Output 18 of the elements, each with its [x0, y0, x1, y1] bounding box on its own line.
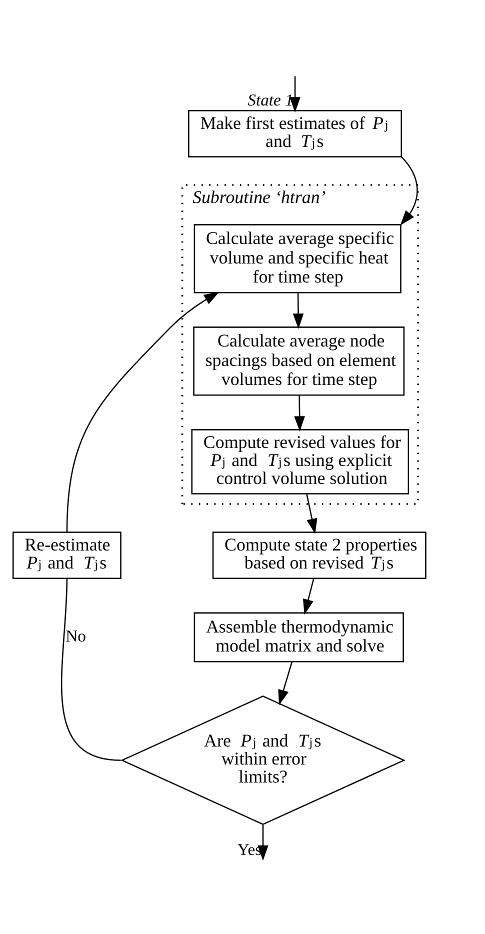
- node-box: Assemble thermodynamic model matrix and solve: [194, 612, 404, 662]
- node-box: Re-estimate Pj and Tjs: [12, 531, 122, 578]
- arrow: [258, 824, 268, 860]
- connector: [60, 578, 121, 760]
- arrow: [278, 661, 293, 705]
- edge-label: State 1: [248, 90, 294, 109]
- arrow: [290, 76, 300, 112]
- node-box: Compute state 2 properties based on revised Tjs: [212, 531, 426, 578]
- arrow: [400, 156, 418, 226]
- node-box: Compute revised values for Pj and Tjs using explicit control volume solution: [191, 428, 410, 494]
- node-box: Calculate average node spacings based on element volumes for time step: [193, 326, 405, 396]
- arrow: [294, 395, 305, 432]
- arrow: [292, 292, 304, 328]
- arrow: [303, 578, 314, 614]
- arrow: [306, 493, 318, 534]
- edge-label: No: [66, 626, 86, 646]
- arrow: [66, 291, 220, 532]
- node-box: Calculate average specific volume and specific heat for time step: [194, 224, 402, 293]
